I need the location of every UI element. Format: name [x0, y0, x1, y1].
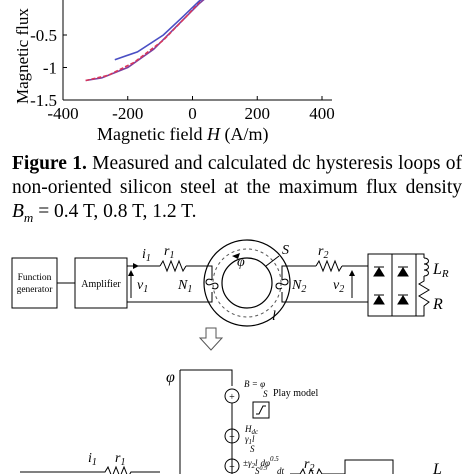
primary-winding: [205, 278, 219, 290]
play-model-block: [252, 401, 270, 419]
gamma1-den: S: [250, 444, 255, 454]
lower-i1-label: i1: [88, 451, 97, 468]
N2-label: N2: [291, 278, 306, 295]
hdc-label: Hdc: [244, 424, 259, 436]
caption-text: Measured and calculated dc hysteresis lo…: [12, 153, 462, 198]
i1-label: i1: [142, 247, 151, 264]
x-tick-label: 200: [245, 104, 271, 123]
x-axis-label-symbol: H: [206, 124, 221, 144]
caption-bm: B: [12, 201, 24, 222]
series-line-0: [85, 0, 205, 82]
series-line-2: [114, 0, 203, 61]
secondary-top-wire: [281, 265, 316, 280]
x-tick-label: -400: [47, 104, 78, 123]
toroid-outer: [203, 239, 291, 327]
figure-caption: Figure 1. Measured and calculated dc hys…: [12, 152, 462, 230]
sum-node-1-plus: +: [229, 392, 235, 403]
play-model-label: Play model: [273, 388, 318, 399]
x-tick-label: -200: [112, 104, 143, 123]
lower-LR-label: L: [432, 461, 442, 474]
v2-label: v2: [333, 278, 344, 295]
y-tick-label: -0.5: [30, 26, 57, 45]
v1-label: v1: [137, 278, 148, 295]
down-arrow-icon: [198, 327, 224, 351]
diode-3: [373, 294, 385, 305]
sum-node-3: [224, 458, 240, 474]
r2-label: r2: [318, 244, 328, 261]
x-tick-label: 0: [188, 104, 197, 123]
lower-primary-wire: [20, 465, 160, 474]
series-layer: [85, 0, 205, 82]
r1-label: r1: [164, 244, 174, 261]
resistor-R: [416, 276, 430, 317]
y-tick-label: -1: [43, 59, 57, 78]
function-generator-label-2: generator: [17, 285, 54, 295]
lower-secondary-wire: [290, 467, 345, 474]
v1-arrow-head: [128, 270, 134, 276]
caption-values: = 0.4 T, 0.8 T, 1.2 T.: [33, 201, 197, 222]
gamma1-label: γ1l: [245, 434, 255, 446]
y-axis-label: Magnetic flux: [13, 8, 32, 104]
x-axis-label-unit: (A/m): [224, 124, 268, 145]
model-top-wire: [180, 369, 233, 386]
diode-2: [397, 266, 409, 277]
toroid-inner: [221, 257, 273, 309]
b-eq-den: S: [263, 389, 268, 399]
play-model-icon: [256, 405, 266, 415]
series-line-1: [85, 0, 203, 82]
sum-node-2: [224, 428, 240, 444]
y-tick-label: -1.5: [30, 91, 57, 110]
lower-r1-label: r1: [115, 451, 125, 468]
S-pointer: [265, 255, 280, 267]
inductor-LR: [416, 253, 425, 258]
primary-top-wire-2: [186, 265, 213, 280]
phi-label: φ: [237, 255, 245, 270]
inductor-coil: [423, 257, 429, 277]
function-generator-label-1: Function: [18, 273, 52, 283]
S-label: S: [282, 243, 289, 258]
lower-rectifier-bridge: [344, 459, 394, 474]
v2-arrow-head: [349, 270, 355, 276]
LR-label: LR: [432, 261, 449, 280]
l-label: l: [272, 309, 276, 324]
amplifier-label: Amplifier: [81, 279, 121, 290]
amplifier-block: [74, 257, 128, 309]
function-generator-block: [11, 257, 58, 309]
diode-4: [397, 294, 409, 305]
primary-resistor-r1: [159, 259, 187, 273]
secondary-bottom-wire: [281, 292, 368, 303]
model-phi-label: φ: [166, 369, 175, 386]
primary-bottom-wire: [127, 292, 213, 303]
primary-current-arrow: [133, 263, 139, 269]
secondary-winding: [275, 278, 289, 290]
sum-node-3-plus: +: [229, 462, 235, 473]
toroid-mean-path: [212, 248, 282, 318]
x-axis-label-text: Magnetic field: [97, 124, 202, 144]
tick-layer: -400 -200 0 200 400 -0.5 -1 -1.5: [30, 26, 335, 123]
lower-r2-label: r2: [304, 457, 314, 474]
caption-bm-sub: m: [23, 209, 34, 225]
circuit-diagram: Function generator Amplifier i1 r1 v1 N1…: [11, 239, 449, 474]
diode-1: [373, 266, 385, 277]
x-tick-label: 400: [309, 104, 335, 123]
secondary-resistor-r2: [315, 259, 343, 273]
x-axis-label: Magnetic field H (A/m): [97, 124, 268, 145]
b-eq-label: B = φ: [244, 379, 265, 389]
sum-node-2-plus: +: [229, 432, 235, 443]
R-label: R: [432, 296, 443, 313]
N1-label: N1: [177, 278, 192, 295]
flux-arrow: [232, 253, 240, 259]
figure-label: Figure 1.: [12, 153, 87, 174]
